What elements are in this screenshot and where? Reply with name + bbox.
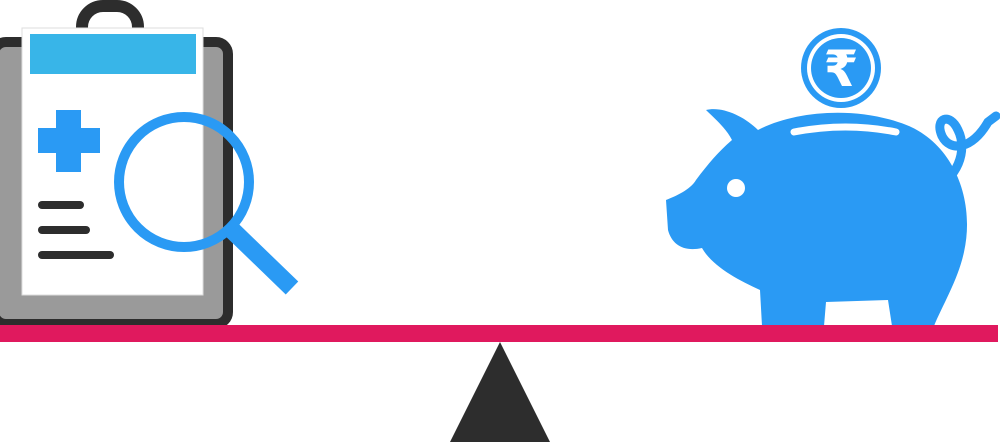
clipboard-with-magnifier-icon <box>0 0 299 329</box>
document-lines <box>38 201 114 259</box>
piggy-tail <box>925 111 1000 195</box>
piggy-body <box>666 109 968 327</box>
piggy-bank-icon: ₹ <box>666 28 1000 327</box>
piggy-eye <box>727 179 745 197</box>
medical-cross-icon <box>38 110 100 172</box>
balance-beam <box>0 325 998 342</box>
magnifier-icon <box>114 112 299 295</box>
coin-symbol: ₹ <box>824 40 859 98</box>
piggy-coin-slot <box>790 123 900 136</box>
rupee-coin-icon: ₹ <box>801 28 881 108</box>
fulcrum-triangle <box>450 342 550 442</box>
clipboard-header-bar <box>30 34 196 74</box>
